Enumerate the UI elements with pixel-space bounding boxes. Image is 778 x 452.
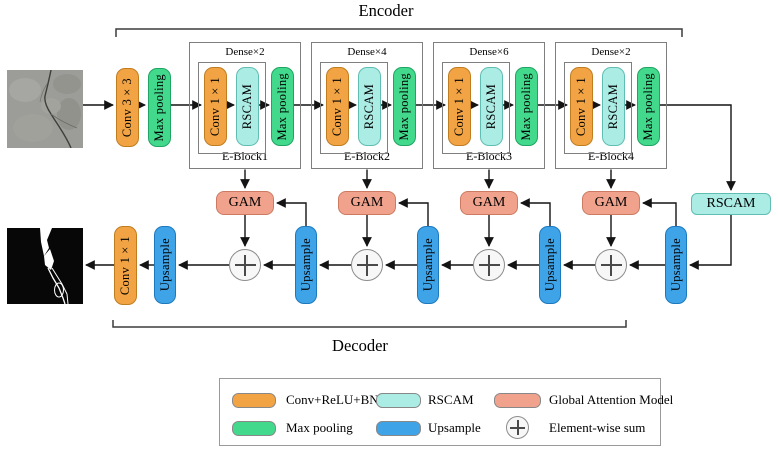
legend-upsample-label: Upsample <box>428 420 481 435</box>
upsample-label: Upsample <box>542 238 557 292</box>
upsample-label: Upsample <box>420 238 435 292</box>
stem-conv3x3-block: Conv 3×3 <box>116 68 139 147</box>
upsample-block-2: Upsample <box>295 226 317 304</box>
elementwise-sum-2 <box>351 249 383 281</box>
e-block-1-maxpool-label: Max pooling <box>275 72 290 141</box>
e-block-4-dense-label: Dense×2 <box>591 46 631 58</box>
stem-conv3x3-label: Conv 3×3 <box>120 77 135 138</box>
e-block-1-conv-label: Conv 1×1 <box>208 76 223 137</box>
e-block-2-conv-block: Conv 1×1 <box>326 67 349 146</box>
upsample-label: Upsample <box>668 238 683 292</box>
upsample-block-3: Upsample <box>417 226 439 304</box>
input-crack-image <box>7 70 83 148</box>
e-block-3-dense-label: Dense×6 <box>469 46 509 58</box>
e-block-4-rscam-label: RSCAM <box>606 83 621 130</box>
e-block-4-maxpool-label: Max pooling <box>641 72 656 141</box>
legend-rscam-label: RSCAM <box>428 392 474 407</box>
e-block-3-maxpool-label: Max pooling <box>519 72 534 141</box>
legend-maxpool-label: Max pooling <box>286 420 353 435</box>
e-block-4-conv-block: Conv 1×1 <box>570 67 593 146</box>
e-block-1-name: E-Block1 <box>222 149 268 163</box>
upsample-block-4: Upsample <box>539 226 561 304</box>
e-block-2-conv-label: Conv 1×1 <box>330 76 345 137</box>
e-block-2-rscam-label: RSCAM <box>362 83 377 130</box>
upsample-label: Upsample <box>298 238 313 292</box>
decoder-conv1x1-label: Conv 1×1 <box>118 235 133 296</box>
gam-label: GAM <box>594 195 628 210</box>
encoder-bracket <box>115 28 683 37</box>
upsample-block-5: Upsample <box>665 226 687 304</box>
gam-block-4: GAM <box>582 191 640 215</box>
legend-box: Conv+ReLU+BN RSCAM Global Attention Mode… <box>219 378 673 446</box>
elementwise-sum-4 <box>595 249 627 281</box>
e-block-1: Dense×2 E-Block1 <box>189 42 301 169</box>
output-mask-image <box>7 228 83 304</box>
legend-conv-label: Conv+ReLU+BN <box>286 392 379 407</box>
e-block-1-maxpool-block: Max pooling <box>271 67 294 146</box>
elementwise-sum-3 <box>473 249 505 281</box>
legend-upsample-swatch <box>376 421 421 436</box>
legend-gam-swatch <box>494 393 541 408</box>
stem-maxpool-label: Max pooling <box>152 73 167 142</box>
bottleneck-rscam-block: RSCAM <box>691 193 771 215</box>
e-block-2-maxpool-block: Max pooling <box>393 67 416 146</box>
e-block-1-dense-label: Dense×2 <box>225 46 265 58</box>
e-block-2-rscam-block: RSCAM <box>358 67 381 146</box>
gam-label: GAM <box>472 195 506 210</box>
e-block-3-conv-label: Conv 1×1 <box>452 76 467 137</box>
e-block-1-rscam-label: RSCAM <box>240 83 255 130</box>
legend-maxpool-swatch <box>232 421 276 436</box>
encoder-title: Encoder <box>358 1 414 20</box>
gam-block-2: GAM <box>338 191 396 215</box>
gam-block-3: GAM <box>460 191 518 215</box>
e-block-2-maxpool-label: Max pooling <box>397 72 412 141</box>
e-block-4-name: E-Block4 <box>588 149 634 163</box>
upsample-label: Upsample <box>157 238 172 292</box>
stem-maxpool-block: Max pooling <box>148 68 171 147</box>
e-block-2-dense-label: Dense×4 <box>347 46 387 58</box>
legend-rscam-swatch <box>376 393 421 408</box>
e-block-1-conv-block: Conv 1×1 <box>204 67 227 146</box>
legend-sum-label: Element-wise sum <box>549 420 646 435</box>
e-block-3-name: E-Block3 <box>466 149 512 163</box>
bottleneck-rscam-label: RSCAM <box>706 196 756 211</box>
e-block-2-name: E-Block2 <box>344 149 390 163</box>
e-block-3-rscam-label: RSCAM <box>484 83 499 130</box>
e-block-1-rscam-block: RSCAM <box>236 67 259 146</box>
e-block-4-conv-label: Conv 1×1 <box>574 76 589 137</box>
elementwise-sum-1 <box>229 249 261 281</box>
legend-sum-icon <box>506 416 529 439</box>
e-block-4-maxpool-block: Max pooling <box>637 67 660 146</box>
gam-block-1: GAM <box>216 191 274 215</box>
legend-conv-swatch <box>232 393 276 408</box>
decoder-title: Decoder <box>332 336 388 355</box>
decoder-conv1x1-block: Conv 1×1 <box>114 226 137 305</box>
e-block-3-rscam-block: RSCAM <box>480 67 503 146</box>
gam-label: GAM <box>350 195 384 210</box>
upsample-block-1: Upsample <box>154 226 176 304</box>
e-block-3-conv-block: Conv 1×1 <box>448 67 471 146</box>
decoder-bracket <box>112 320 627 328</box>
e-block-3: Dense×6 E-Block3 <box>433 42 545 169</box>
e-block-3-maxpool-block: Max pooling <box>515 67 538 146</box>
legend-gam-label: Global Attention Model <box>549 392 674 407</box>
e-block-4-rscam-block: RSCAM <box>602 67 625 146</box>
gam-label: GAM <box>228 195 262 210</box>
